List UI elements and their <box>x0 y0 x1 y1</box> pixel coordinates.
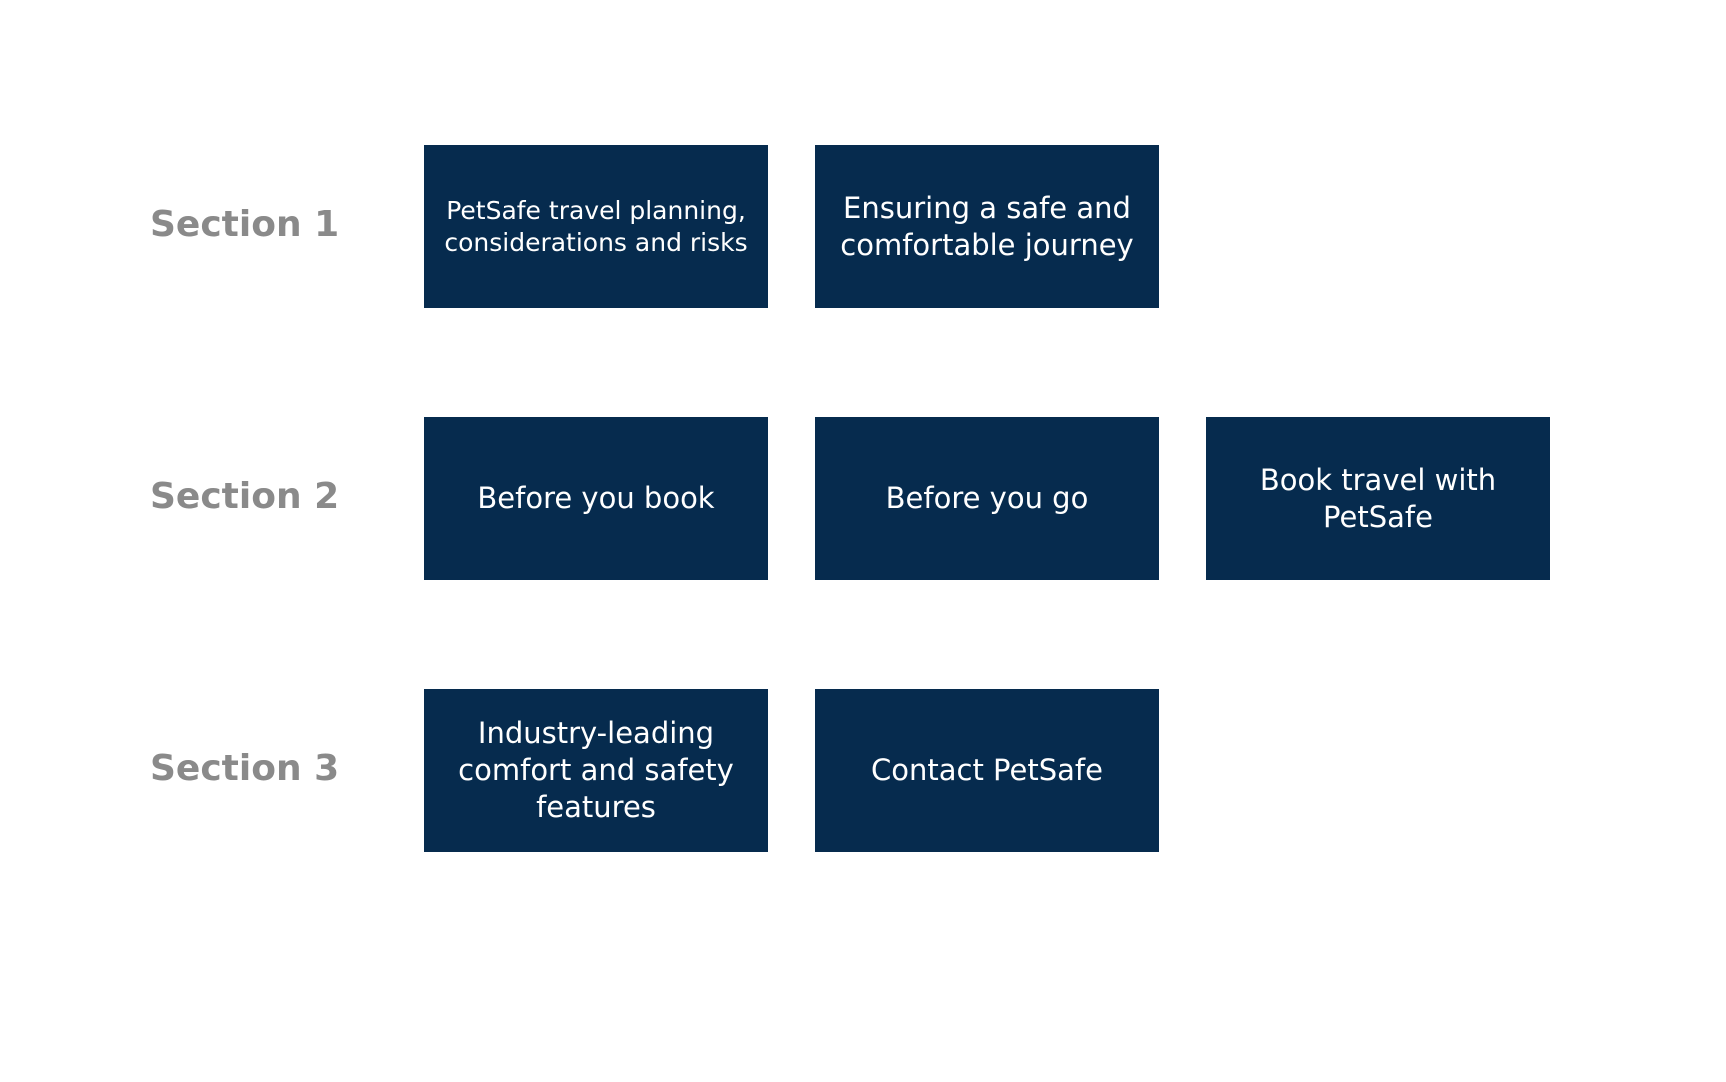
tile-book-travel-with-petsafe[interactable]: Book travel with PetSafe <box>1206 417 1550 580</box>
tile-petsafe-travel-planning[interactable]: PetSafe travel planning, considerations … <box>424 145 768 308</box>
tile-safe-comfortable-journey[interactable]: Ensuring a safe and comfortable journey <box>815 145 1159 308</box>
tile-comfort-safety-features[interactable]: Industry-leading comfort and safety feat… <box>424 689 768 852</box>
section-1-label: Section 1 <box>150 204 340 245</box>
tile-contact-petsafe[interactable]: Contact PetSafe <box>815 689 1159 852</box>
tile-before-you-book[interactable]: Before you book <box>424 417 768 580</box>
tile-before-you-go[interactable]: Before you go <box>815 417 1159 580</box>
section-3-label: Section 3 <box>150 748 340 789</box>
section-2-label: Section 2 <box>150 476 340 517</box>
